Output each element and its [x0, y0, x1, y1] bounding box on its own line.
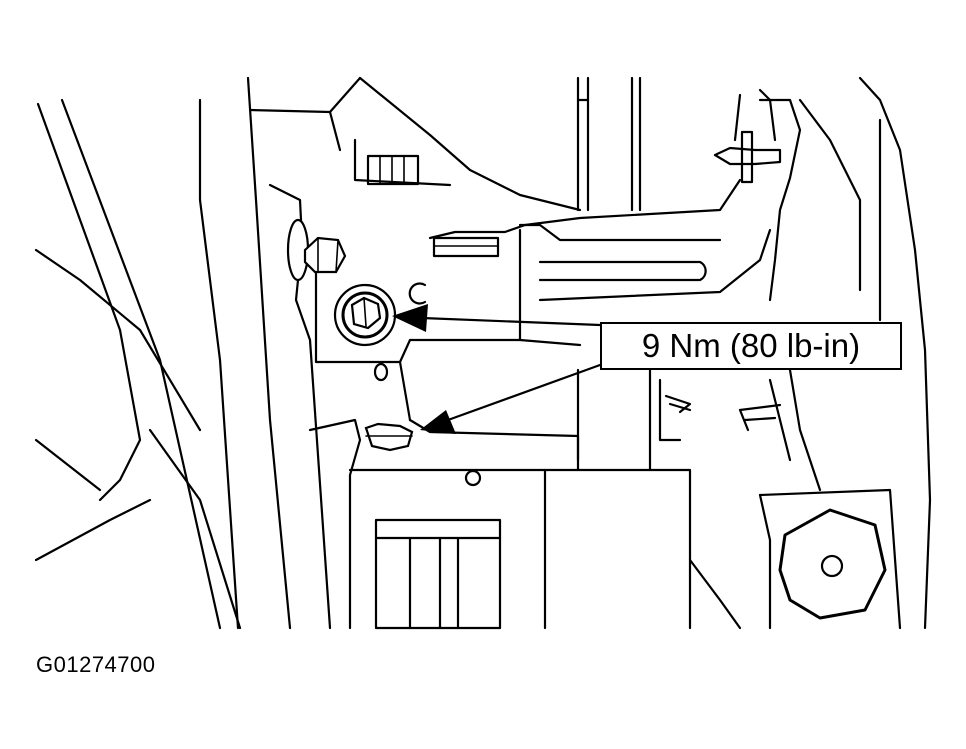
arrow-head-lower [420, 410, 456, 434]
center-column [576, 76, 682, 472]
bracket-holes [373, 282, 482, 487]
left-body-panel [34, 76, 292, 630]
lower-right-bracket [688, 488, 902, 630]
torque-spec-callout: 9 Nm (80 lb-in) [600, 322, 902, 370]
mounting-bracket [248, 76, 582, 630]
arrow-head-upper [392, 304, 428, 332]
torque-spec-label: 9 Nm (80 lb-in) [641, 327, 861, 364]
right-panel [664, 76, 932, 630]
torque-nut-lower [308, 418, 580, 630]
torque-bolt-upper [333, 283, 397, 347]
figure-identifier: G01274700 [36, 652, 156, 677]
upper-bolt [286, 218, 347, 282]
upper-right-stud [713, 88, 802, 302]
lower-housing [348, 468, 692, 630]
callout-leaders [392, 304, 602, 434]
shaft-tubes [428, 178, 772, 342]
